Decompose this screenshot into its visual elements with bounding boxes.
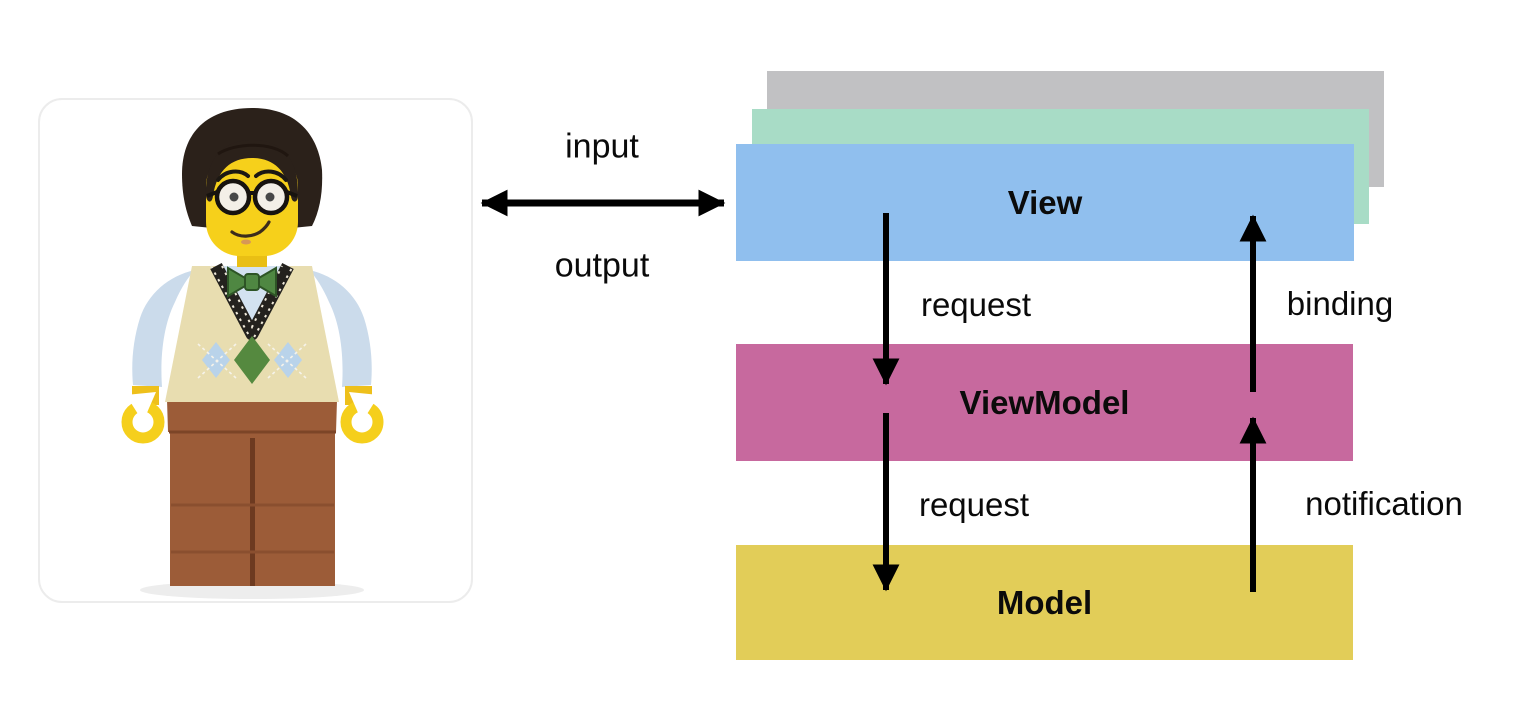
eyebrow-right [254,169,288,182]
mouth [230,220,271,238]
lego-torso [165,262,339,402]
request-label-viewmodel-model: request [918,486,1030,523]
chin-mark [241,239,251,245]
lego-argyle-pattern [197,336,307,384]
lego-hands [121,386,384,444]
lego-head [206,152,298,256]
input-label: input [565,127,639,166]
eye-right [265,192,275,202]
view-layer-title: View [1007,183,1083,221]
lego-legs [167,400,337,586]
output-label: output [554,246,650,285]
binding-label: binding [1286,285,1394,322]
viewmodel-layer-bar: ViewModel [736,344,1353,461]
eyebrow-left [216,169,250,182]
notification-label: notification [1305,485,1463,522]
viewmodel-layer-title: ViewModel [959,383,1130,421]
lego-arms [132,270,372,387]
request-label-view-viewmodel: request [920,286,1032,323]
view-layer-bar: View [736,144,1354,261]
user-photo-card [38,98,473,603]
lego-minifigure-illustration [121,108,384,599]
lego-hair-fringe [205,140,299,202]
model-layer-title: Model [996,583,1093,621]
lego-face [206,169,298,245]
lego-bowtie [227,266,277,298]
model-layer-bar: Model [736,545,1353,660]
eye-left [229,192,239,202]
